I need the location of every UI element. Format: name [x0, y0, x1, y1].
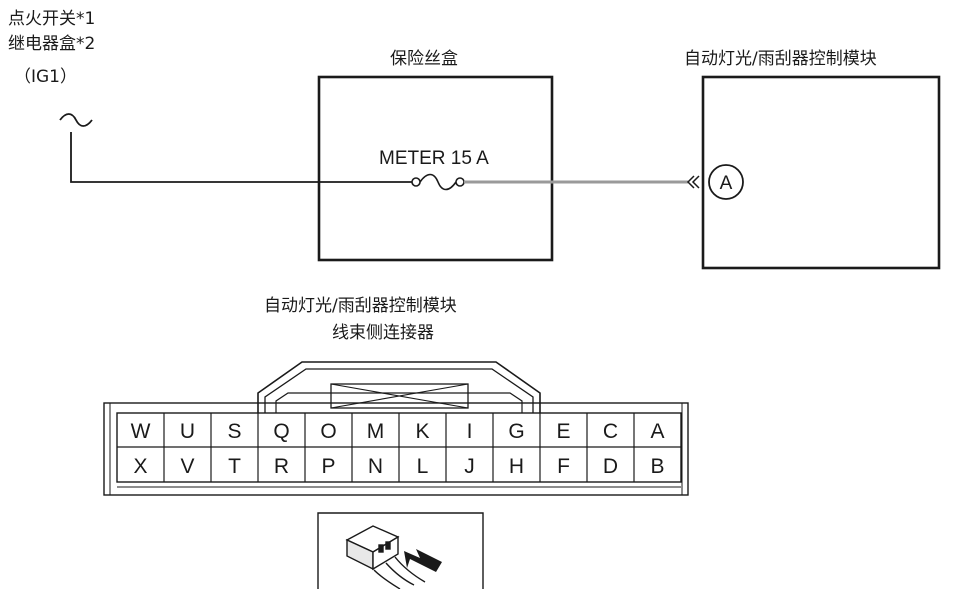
power-source-tilde: [59, 113, 93, 127]
pin-Q: Q: [273, 420, 289, 443]
pin-I: I: [467, 420, 473, 443]
module-terminal-letter: A: [720, 173, 733, 194]
pin-V: V: [180, 455, 194, 478]
connector-pin-dividers: [163, 413, 635, 482]
fuse-element-icon: [419, 173, 457, 191]
pin-M: M: [367, 420, 385, 443]
module-box-outline: [701, 75, 941, 270]
module-terminal-circle: [708, 164, 744, 200]
connector-chevron-icon: [686, 175, 700, 189]
pin-J: J: [464, 455, 475, 478]
pin-E: E: [556, 420, 570, 443]
pin-S: S: [227, 420, 241, 443]
fuse-terminal-left: [411, 177, 421, 187]
pin-W: W: [131, 420, 151, 443]
pin-T: T: [228, 455, 241, 478]
pin-X: X: [133, 455, 147, 478]
pin-N: N: [368, 455, 383, 478]
pin-D: D: [603, 455, 618, 478]
fuse-label: METER 15 A: [379, 148, 489, 169]
pin-C: C: [603, 420, 618, 443]
fuse-box-title: 保险丝盒: [390, 49, 458, 69]
source-label-ignition-switch: 点火开关*1: [8, 9, 96, 29]
connector-plug-icon: [345, 525, 426, 589]
source-label-relay-box: 继电器盒*2: [8, 34, 96, 54]
pin-K: K: [415, 420, 429, 443]
pin-H: H: [509, 455, 524, 478]
connector-title: 自动灯光/雨刮器控制模块: [264, 296, 457, 316]
pin-F: F: [557, 455, 570, 478]
connector-pin-labels: W U S Q O M K I G E C A X V T R P N L J H F D B: [131, 420, 665, 478]
pin-R: R: [274, 455, 289, 478]
wire-ig1-to-fuse: [70, 132, 412, 183]
pin-P: P: [321, 455, 335, 478]
connector-orientation-inset: [317, 512, 484, 589]
insert-direction-arrow-icon: [404, 549, 442, 572]
pin-G: G: [508, 420, 524, 443]
pin-B: B: [650, 455, 664, 478]
source-signal-label: （IG1）: [14, 67, 78, 87]
fuse-box-outline: [317, 75, 554, 262]
module-title: 自动灯光/雨刮器控制模块: [684, 49, 877, 69]
fuse-terminal-right: [455, 177, 465, 187]
pin-O: O: [320, 420, 336, 443]
pin-L: L: [417, 455, 429, 478]
pin-U: U: [180, 420, 195, 443]
pin-A: A: [650, 420, 664, 443]
connector-subtitle: 线束侧连接器: [332, 323, 434, 343]
